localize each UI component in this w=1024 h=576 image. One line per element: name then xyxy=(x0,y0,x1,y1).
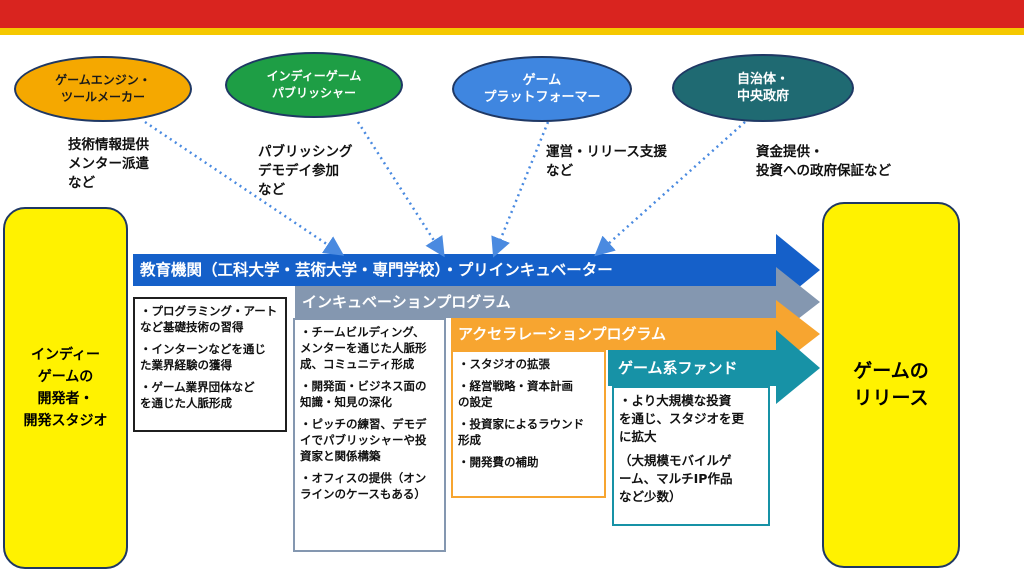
card-item: ・インターンなどを通じ た業界経験の獲得 xyxy=(140,342,266,372)
band-label-acceleration: アクセラレーションプログラム xyxy=(458,325,667,343)
band-arrow-fund xyxy=(608,330,820,404)
connector-platform xyxy=(491,121,550,258)
oval-government: 自治体・ 中央政府 xyxy=(672,54,854,122)
card-item: ・開発費の補助 xyxy=(458,455,539,469)
card-item: ・オフィスの提供（オン ラインのケースもある） xyxy=(300,471,427,501)
card-item: ・スタジオの拡張 xyxy=(458,357,550,371)
note-engine-tool-maker: 技術情報提供 メンター派遣 など xyxy=(68,137,149,191)
card-item: ・ゲーム業界団体など を通じた人脈形成 xyxy=(140,380,255,410)
card-item: ・プログラミング・アート など基礎技術の習得 xyxy=(140,304,278,334)
card-fund: ・より大規模な投資 を通じ、スタジオを更 に拡大 （大規模モバイルゲ ーム、マル… xyxy=(612,386,770,526)
band-label-incubation: インキュベーションプログラム xyxy=(302,293,511,311)
oval-game-platformer: ゲーム プラットフォーマー xyxy=(452,56,632,122)
card-education: ・プログラミング・アート など基礎技術の習得 ・インターンなどを通じ た業界経験… xyxy=(133,297,287,432)
card-item: ・経営戦略・資本計画 の設定 xyxy=(458,379,573,409)
card-item: ・投資家によるラウンド 形成 xyxy=(458,417,585,447)
card-item: ・ピッチの練習、デモデ イでパブリッシャーや投 資家と関係構築 xyxy=(300,417,427,463)
card-item: ・より大規模な投資 を通じ、スタジオを更 に拡大 xyxy=(619,393,745,444)
connector-government xyxy=(594,121,746,257)
band-arrow-education xyxy=(133,234,820,306)
band-label-education: 教育機関（工科大学・芸術大学・専門学校）・プリインキュベーター xyxy=(140,261,613,279)
indie-developer-box: インディー ゲームの 開発者・ 開発スタジオ xyxy=(3,207,128,569)
card-acceleration: ・スタジオの拡張 ・経営戦略・資本計画 の設定 ・投資家によるラウンド 形成 ・… xyxy=(451,350,606,498)
card-item: ・チームビルディング、 メンターを通じた人脈形 成、コミュニティ形成 xyxy=(300,325,427,371)
oval-indie-publisher: インディーゲーム パブリッシャー xyxy=(225,52,403,118)
note-game-platformer: 運営・リリース支援 など xyxy=(546,144,667,179)
header-yellow-line xyxy=(0,28,1024,35)
note-indie-publisher: パブリッシング デモデイ参加 など xyxy=(258,144,353,198)
card-incubation: ・チームビルディング、 メンターを通じた人脈形 成、コミュニティ形成 ・開発面・… xyxy=(293,318,446,552)
header-red-bar xyxy=(0,0,1024,28)
card-item: （大規模モバイルゲ ーム、マルチIP作品 など少数） xyxy=(619,453,733,504)
oval-engine-tool-maker: ゲームエンジン・ ツールメーカー xyxy=(14,56,192,122)
note-government: 資金提供・ 投資への政府保証など xyxy=(756,144,891,179)
band-arrow-acceleration xyxy=(451,300,820,368)
card-item: ・開発面・ビジネス面の 知識・知見の深化 xyxy=(300,379,427,409)
band-label-fund: ゲーム系ファンド xyxy=(618,359,738,377)
game-release-box: ゲームの リリース xyxy=(822,202,960,568)
band-arrow-incubation xyxy=(295,267,820,336)
connector-publisher xyxy=(356,121,445,258)
